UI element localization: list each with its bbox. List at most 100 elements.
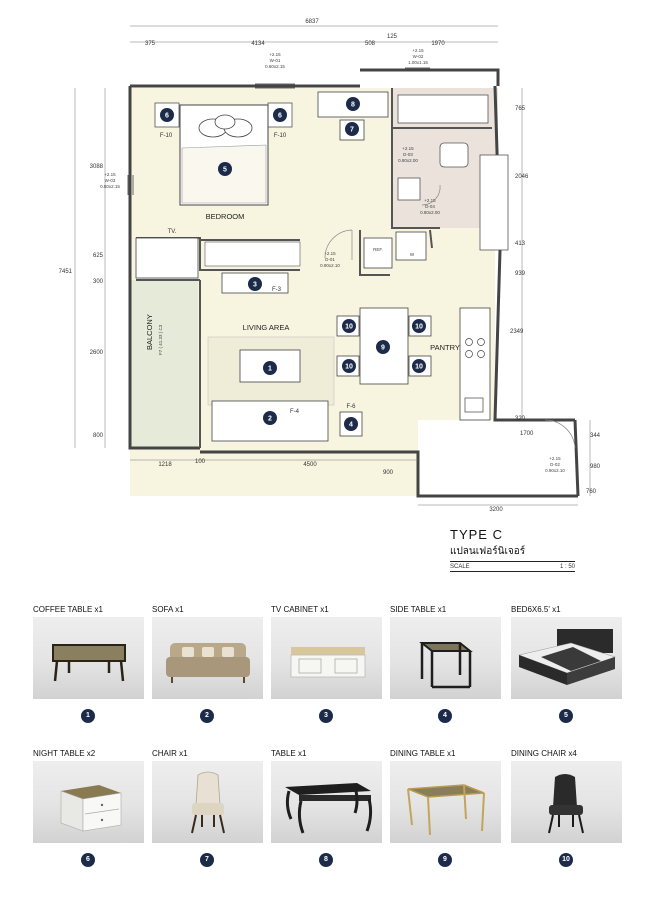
svg-text:0.60x2.15: 0.60x2.15 [265,64,285,69]
svg-text:+2.15: +2.15 [402,146,414,151]
svg-text:6: 6 [278,113,282,120]
dim-right-e: 2349 [510,329,524,335]
floor-plan: 6837 375 4134 508 125 1970 3088 625 300 … [59,19,601,513]
furniture-label: TABLE x1 [271,749,307,758]
furniture-badge: 4 [438,709,452,723]
furniture-label: DINING CHAIR x4 [511,749,577,758]
plan-badge-10c [342,359,356,373]
window-tag-w02: +2.15 W-02 1.00x1.15 [408,48,428,65]
furniture-card-table: TABLE x1 8 [271,749,382,867]
svg-text:5: 5 [223,167,227,174]
svg-text:+2.15: +2.15 [324,251,336,256]
furniture-label: SOFA x1 [152,605,184,614]
dim-left-b: 625 [93,253,104,259]
dining-table-icon [390,761,501,843]
furniture-card-bed: BED6X6.5' x1 5 [511,605,622,723]
washer-label: W [410,252,415,257]
scale-label: SCALE [450,564,470,570]
plan-badge-2 [263,411,277,425]
dim-right-b: 2046 [515,174,529,180]
svg-text:0.80x2.00: 0.80x2.00 [398,158,418,163]
side-table-icon [390,617,501,699]
furniture-badge: 9 [438,853,452,867]
dim-right-f: 320 [515,416,526,422]
furniture-label: CHAIR x1 [152,749,188,758]
furniture-badge: 3 [319,709,333,723]
dim-top-b: 4134 [251,41,265,47]
plan-badge-10b [412,319,426,333]
desk [317,91,389,118]
dim-left-c: 300 [93,279,104,285]
svg-text:10: 10 [415,324,423,331]
bench [204,241,301,267]
svg-text:D-02: D-02 [550,462,560,467]
dimension-lines [74,25,591,506]
wardrobe [135,237,199,279]
room-label-pantry: PANTRY [430,343,460,352]
dim-top-a: 375 [145,41,156,47]
dim-right-c: 413 [515,241,526,247]
dim-right-j: 760 [586,489,597,495]
plan-subtitle: แปลนเฟอร์นิเจอร์ [450,544,575,562]
svg-text:0.90x2.10: 0.90x2.10 [545,468,565,473]
door-tag-d02: +2.15 D-02 0.90x2.10 [545,456,565,473]
svg-text:7: 7 [350,127,354,134]
code-f6: F-6 [347,404,357,410]
dim-right-i: 980 [590,464,601,470]
balcony-note: F7 ( 41.33 ) C3 [158,324,163,355]
dim-right-a: 765 [515,106,526,112]
svg-text:+2.15: +2.15 [269,52,281,57]
door-tag-d04: +2.15 D-04 0.80x2.00 [420,198,440,215]
svg-text:1.00x1.15: 1.00x1.15 [408,60,428,65]
plan-badge-10a [342,319,356,333]
table-icon [271,761,382,843]
night-table-icon [33,761,144,843]
furniture-card-dining-table: DINING TABLE x1 9 [390,749,501,867]
dim-bottom-b: 100 [195,459,206,465]
svg-text:+2.15: +2.15 [104,172,116,177]
dim-left-d: 2600 [90,350,104,356]
plan-badge-6a [160,108,174,122]
bed-icon [511,617,622,699]
furniture-card-tv-cabinet: TV CABINET x1 3 [271,605,382,723]
svg-text:+2.15: +2.15 [549,456,561,461]
svg-text:0.80x2.00: 0.80x2.00 [420,210,440,215]
furniture-label: DINING TABLE x1 [390,749,456,758]
bathroom-fixtures [397,94,509,251]
code-f4: F-4 [290,409,300,415]
pillows [198,114,253,138]
furniture-badge: 8 [319,853,333,867]
svg-text:10: 10 [415,364,423,371]
stove-icon [465,338,485,358]
balcony-area [130,280,198,448]
room-label-bedroom: BEDROOM [206,212,245,221]
svg-text:0.80x2.15: 0.80x2.15 [100,184,120,189]
furniture-card-sofa: SOFA x1 2 [152,605,263,723]
door-tag-d01: +2.15 D-01 0.90x2.10 [320,251,340,268]
plan-badges: 1 2 3 4 5 6 6 7 8 9 10 10 10 10 [160,97,426,431]
svg-text:10: 10 [345,324,353,331]
dim-top-e: 1970 [431,41,445,47]
dim-right-h: 344 [590,433,601,439]
svg-text:D-03: D-03 [403,152,413,157]
dim-bottom-e: 3200 [489,507,503,513]
plan-badge-6b [273,108,287,122]
sofa-icon [152,617,263,699]
pantry-counter [459,307,491,421]
furniture-badge: 2 [200,709,214,723]
dim-top-d: 125 [387,34,398,40]
furniture-badge: 7 [200,853,214,867]
dim-bottom-a: 1218 [158,462,172,468]
furniture-label: COFFEE TABLE x1 [33,605,103,614]
svg-text:10: 10 [345,364,353,371]
plan-badge-7 [345,122,359,136]
door-tag-d03: +2.15 D-03 0.80x2.00 [398,146,418,163]
code-f10-right: F-10 [274,133,287,139]
dim-top-c: 508 [365,41,376,47]
coffee-table-icon [33,617,144,699]
svg-text:6: 6 [165,113,169,120]
svg-text:3: 3 [253,282,257,289]
refrigerator [363,237,393,269]
furniture-label: SIDE TABLE x1 [390,605,447,614]
dim-left-a: 3088 [90,164,104,170]
